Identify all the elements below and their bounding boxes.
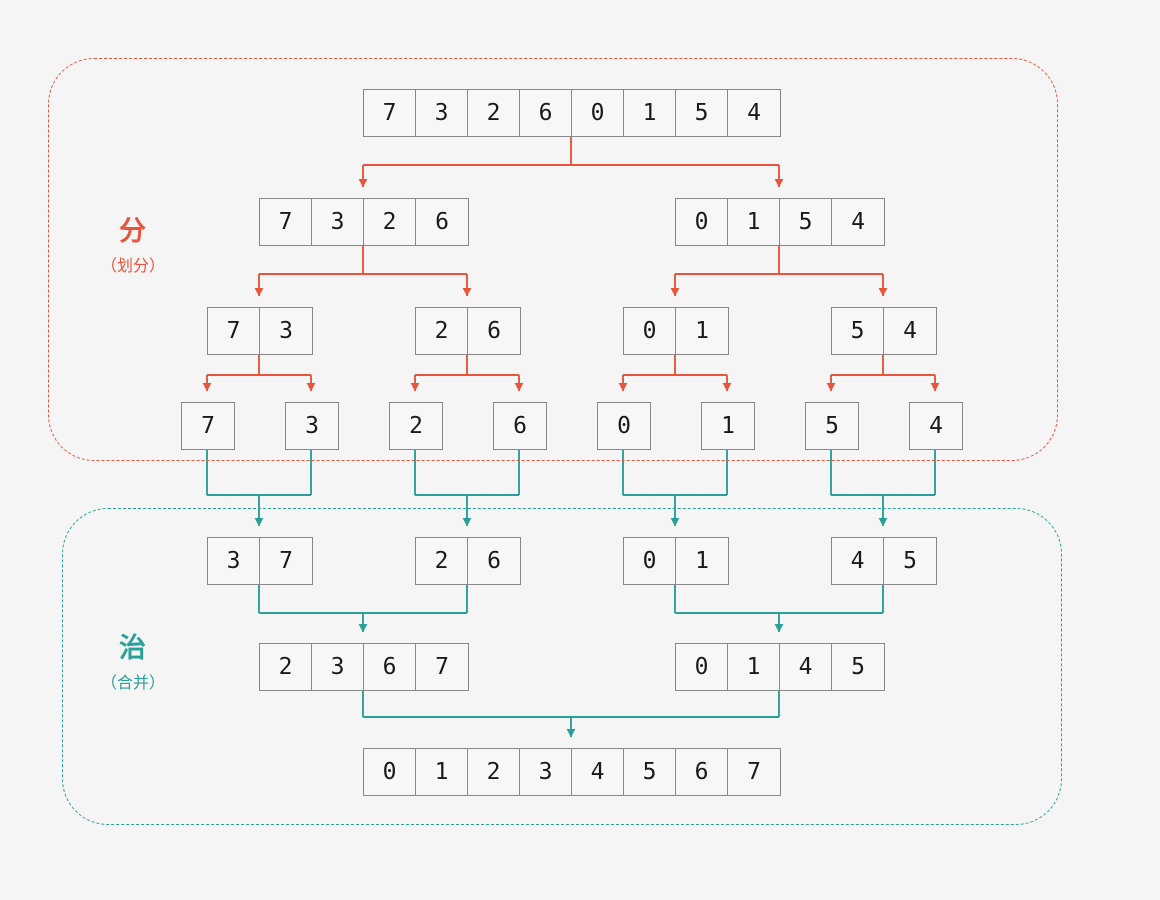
array-cell: 2	[364, 199, 416, 245]
array-cell: 1	[676, 308, 728, 354]
array-cell: 7	[260, 538, 312, 584]
array-node: 6	[493, 402, 547, 450]
array-cell: 2	[260, 644, 312, 690]
array-cell: 0	[624, 308, 676, 354]
divide-panel	[48, 58, 1058, 461]
array-node: 0	[597, 402, 651, 450]
array-cell: 3	[312, 199, 364, 245]
merge-label-main: 治	[119, 633, 147, 664]
array-cell: 7	[260, 199, 312, 245]
merge-label-sub: （合并）	[100, 672, 165, 692]
array-cell: 5	[832, 644, 884, 690]
array-cell: 7	[208, 308, 260, 354]
array-cell: 4	[832, 538, 884, 584]
array-cell: 0	[364, 749, 416, 795]
array-cell: 7	[416, 644, 468, 690]
array-cell: 0	[598, 403, 650, 449]
array-cell: 2	[468, 749, 520, 795]
array-cell: 4	[884, 308, 936, 354]
array-cell: 1	[702, 403, 754, 449]
array-cell: 3	[520, 749, 572, 795]
array-cell: 5	[832, 308, 884, 354]
array-cell: 4	[572, 749, 624, 795]
array-cell: 3	[286, 403, 338, 449]
array-cell: 1	[416, 749, 468, 795]
array-cell: 1	[728, 644, 780, 690]
array-cell: 2	[416, 538, 468, 584]
array-cell: 5	[624, 749, 676, 795]
array-cell: 2	[468, 90, 520, 136]
array-cell: 5	[806, 403, 858, 449]
divide-connectors	[202, 135, 940, 392]
array-node: 7	[181, 402, 235, 450]
divide-label-sub: （划分）	[100, 255, 165, 275]
array-cell: 7	[182, 403, 234, 449]
array-cell: 4	[728, 90, 780, 136]
array-cell: 0	[676, 199, 728, 245]
array-node: 1	[701, 402, 755, 450]
array-cell: 3	[260, 308, 312, 354]
array-cell: 0	[676, 644, 728, 690]
array-cell: 5	[676, 90, 728, 136]
array-cell: 6	[364, 644, 416, 690]
array-cell: 3	[312, 644, 364, 690]
array-cell: 6	[468, 308, 520, 354]
array-cell: 2	[390, 403, 442, 449]
array-cell: 6	[494, 403, 546, 449]
array-node: 5	[805, 402, 859, 450]
array-cell: 4	[780, 644, 832, 690]
divide-panel-label: 分 （划分）	[68, 215, 198, 276]
divide-label-main: 分	[119, 216, 147, 247]
array-cell: 7	[364, 90, 416, 136]
array-node: 4	[909, 402, 963, 450]
array-cell: 2	[416, 308, 468, 354]
array-cell: 1	[728, 199, 780, 245]
array-cell: 1	[624, 90, 676, 136]
merge-panel-label: 治 （合并）	[68, 632, 198, 693]
array-node: 3	[285, 402, 339, 450]
array-cell: 0	[624, 538, 676, 584]
merge-connectors	[206, 448, 936, 738]
array-cell: 4	[910, 403, 962, 449]
array-cell: 6	[676, 749, 728, 795]
array-cell: 1	[676, 538, 728, 584]
array-cell: 4	[832, 199, 884, 245]
array-node: 2	[389, 402, 443, 450]
array-cell: 3	[208, 538, 260, 584]
array-cell: 0	[572, 90, 624, 136]
array-cell: 7	[728, 749, 780, 795]
array-cell: 5	[780, 199, 832, 245]
array-cell: 6	[468, 538, 520, 584]
array-cell: 5	[884, 538, 936, 584]
array-cell: 6	[416, 199, 468, 245]
array-cell: 3	[416, 90, 468, 136]
array-cell: 6	[520, 90, 572, 136]
merge-panel	[62, 508, 1062, 825]
